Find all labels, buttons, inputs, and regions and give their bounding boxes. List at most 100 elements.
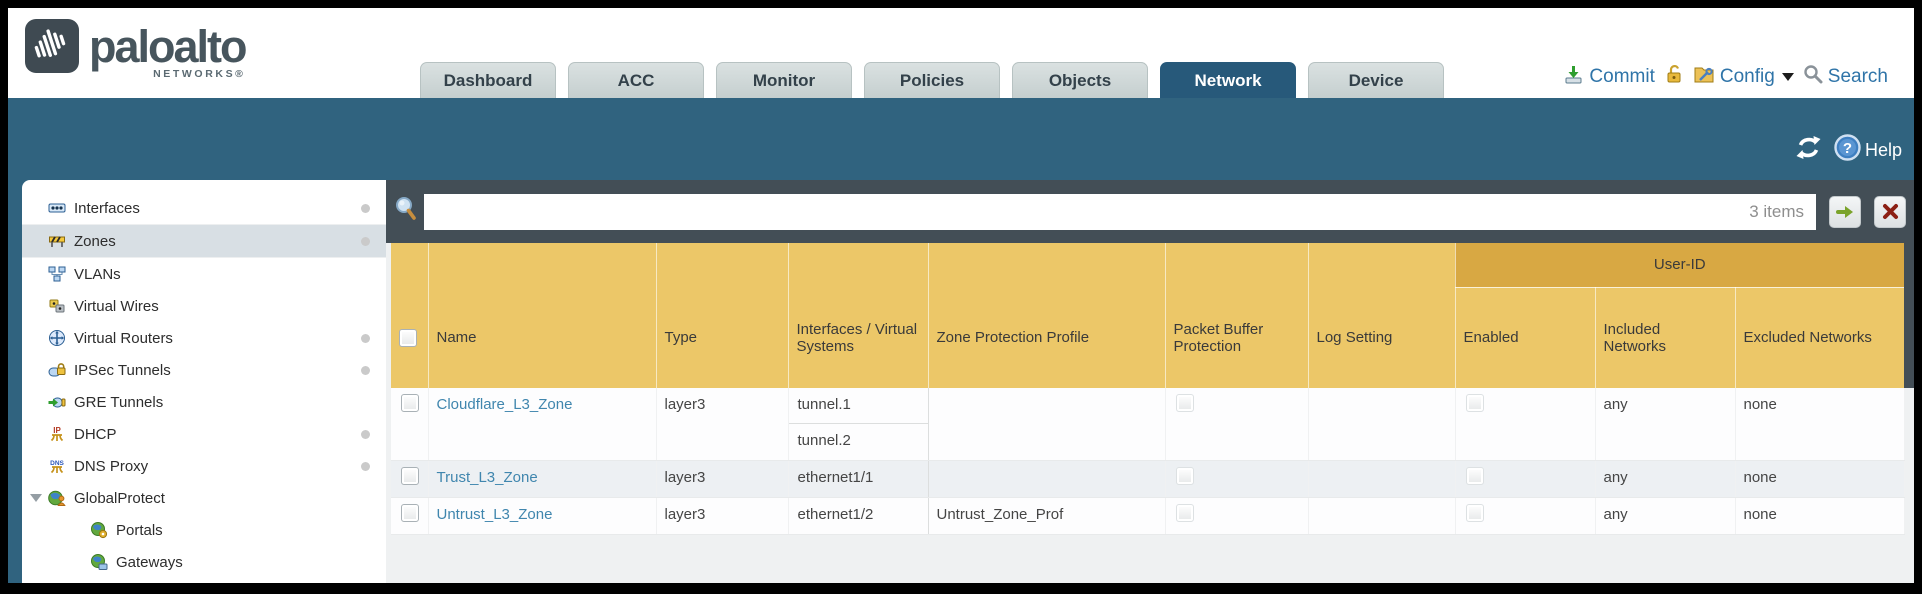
tab-objects[interactable]: Objects <box>1012 62 1148 98</box>
zone-protection-profile-cell: Untrust_Zone_Prof <box>928 497 1166 535</box>
action-label: Config <box>1719 66 1775 87</box>
main-nav-tabs: Dashboard ACC Monitor Policies Objects Networ… <box>420 62 1444 98</box>
zone-type-cell: layer3 <box>656 388 789 461</box>
column-header-name[interactable]: Name <box>427 287 656 388</box>
refresh-icon[interactable] <box>1795 134 1822 166</box>
user-id-enabled-checkbox[interactable] <box>1465 394 1484 412</box>
brand-wordmark: paloalto <box>89 21 248 72</box>
zone-type-cell: layer3 <box>656 497 789 535</box>
tab-monitor[interactable]: Monitor <box>716 62 852 98</box>
table-group-header-row: User-ID <box>391 243 1905 288</box>
sidebar-item-vlans[interactable]: VLANs <box>22 258 386 290</box>
apply-filter-button[interactable] <box>1829 195 1861 228</box>
gre-tunnels-icon <box>48 393 66 411</box>
sidebar-item-dns-proxy[interactable]: DNS DNS Proxy <box>22 450 386 482</box>
sidebar-item-portals[interactable]: Portals <box>22 514 386 546</box>
sidebar-item-label: DNS Proxy <box>74 457 149 475</box>
row-checkbox[interactable] <box>401 467 419 485</box>
vlans-icon <box>48 265 66 283</box>
column-header-interfaces[interactable]: Interfaces / Virtual Systems <box>787 287 928 388</box>
packet-buffer-protection-cell <box>1165 460 1309 498</box>
zone-name-cell: Cloudflare_L3_Zone <box>428 388 657 461</box>
packet-buffer-protection-checkbox[interactable] <box>1175 504 1194 522</box>
zones-table-area: User-ID Name Type Interfaces / Virtual S… <box>386 243 1914 583</box>
zone-protection-profile-cell <box>928 460 1166 498</box>
gateways-icon <box>90 553 108 571</box>
tab-policies[interactable]: Policies <box>864 62 1000 98</box>
excluded-networks-cell: none <box>1735 497 1905 535</box>
lock-icon <box>1664 63 1684 91</box>
virtual-wires-icon <box>48 297 66 315</box>
log-setting-cell <box>1308 460 1456 498</box>
portals-icon <box>90 521 108 539</box>
sidebar-item-zones[interactable]: Zones <box>22 225 386 258</box>
zone-type-cell: layer3 <box>656 460 789 498</box>
column-header-type[interactable]: Type <box>655 287 788 388</box>
interface-item: ethernet1/1 <box>797 469 874 486</box>
sidebar-item-label: Portals <box>116 521 163 539</box>
sidebar-item-virtual-routers[interactable]: Virtual Routers <box>22 322 386 354</box>
paloalto-logo-icon <box>24 18 80 79</box>
user-id-enabled-cell <box>1455 497 1596 535</box>
column-header-packet-buffer-protection[interactable]: Packet Buffer Protection <box>1164 287 1308 388</box>
packet-buffer-protection-cell <box>1165 388 1309 461</box>
tab-network[interactable]: Network <box>1160 62 1296 98</box>
zone-interfaces-cell: ethernet1/2 <box>787 497 929 535</box>
filter-input[interactable] <box>424 193 1816 230</box>
help-button[interactable]: ? Help <box>1834 134 1902 166</box>
column-header-enabled[interactable]: Enabled <box>1454 287 1595 388</box>
column-header-included-networks[interactable]: Included Networks <box>1594 287 1735 388</box>
included-networks-cell: any <box>1595 460 1736 498</box>
sidebar-item-ipsec-tunnels[interactable]: IPSec Tunnels <box>22 354 386 386</box>
status-dot <box>361 461 370 471</box>
excluded-networks-cell: none <box>1735 460 1905 498</box>
user-id-enabled-checkbox[interactable] <box>1465 504 1484 522</box>
svg-text:?: ? <box>1843 140 1852 157</box>
sidebar-item-virtual-wires[interactable]: Virtual Wires <box>22 290 386 322</box>
zone-name-link[interactable]: Trust_L3_Zone <box>436 469 538 486</box>
globalprotect-icon <box>48 489 66 507</box>
column-header-zone-protection-profile[interactable]: Zone Protection Profile <box>927 287 1165 388</box>
select-all-checkbox[interactable] <box>399 328 417 347</box>
config-action[interactable]: Config <box>1693 64 1794 90</box>
items-count: 3 items <box>1749 201 1804 221</box>
zone-interfaces-cell: ethernet1/1 <box>787 460 929 498</box>
row-checkbox[interactable] <box>401 394 419 412</box>
sidebar-item-label: Virtual Routers <box>74 329 173 347</box>
band-actions: ? Help <box>1795 134 1902 166</box>
lock-action[interactable] <box>1664 63 1684 91</box>
expander-triangle-icon[interactable] <box>30 494 42 502</box>
zone-name-link[interactable]: Cloudflare_L3_Zone <box>436 396 573 413</box>
packet-buffer-protection-checkbox[interactable] <box>1175 467 1194 485</box>
user-id-enabled-checkbox[interactable] <box>1465 467 1484 485</box>
zone-protection-profile-cell <box>928 388 1166 461</box>
sidebar-item-label: IPSec Tunnels <box>74 361 171 379</box>
tab-acc[interactable]: ACC <box>568 62 704 98</box>
sidebar-item-gre-tunnels[interactable]: GRE Tunnels <box>22 386 386 418</box>
tab-device[interactable]: Device <box>1308 62 1444 98</box>
user-id-group-header: User-ID <box>1454 243 1905 288</box>
zone-name-link[interactable]: Untrust_L3_Zone <box>436 506 553 523</box>
commit-action[interactable]: Commit <box>1563 64 1655 91</box>
sidebar-item-interfaces[interactable]: Interfaces <box>22 192 386 225</box>
status-dot <box>361 333 370 343</box>
clear-filter-button[interactable] <box>1874 195 1906 228</box>
column-header-excluded-networks[interactable]: Excluded Networks <box>1734 287 1905 388</box>
zone-name-cell: Untrust_L3_Zone <box>428 497 657 535</box>
row-checkbox[interactable] <box>401 504 419 522</box>
sidebar-item-label: Virtual Wires <box>74 297 159 315</box>
zones-icon <box>48 232 66 250</box>
row-select-cell <box>391 497 429 535</box>
column-header-log-setting[interactable]: Log Setting <box>1307 287 1455 388</box>
status-dot <box>361 365 370 375</box>
svg-text:DNS: DNS <box>50 460 64 467</box>
sidebar-item-label: GlobalProtect <box>74 489 165 507</box>
tab-dashboard[interactable]: Dashboard <box>420 62 556 98</box>
search-action[interactable]: Search <box>1803 64 1888 90</box>
packet-buffer-protection-checkbox[interactable] <box>1175 394 1194 412</box>
sidebar-item-globalprotect[interactable]: GlobalProtect <box>22 482 386 514</box>
sidebar-item-gateways[interactable]: Gateways <box>22 546 386 578</box>
